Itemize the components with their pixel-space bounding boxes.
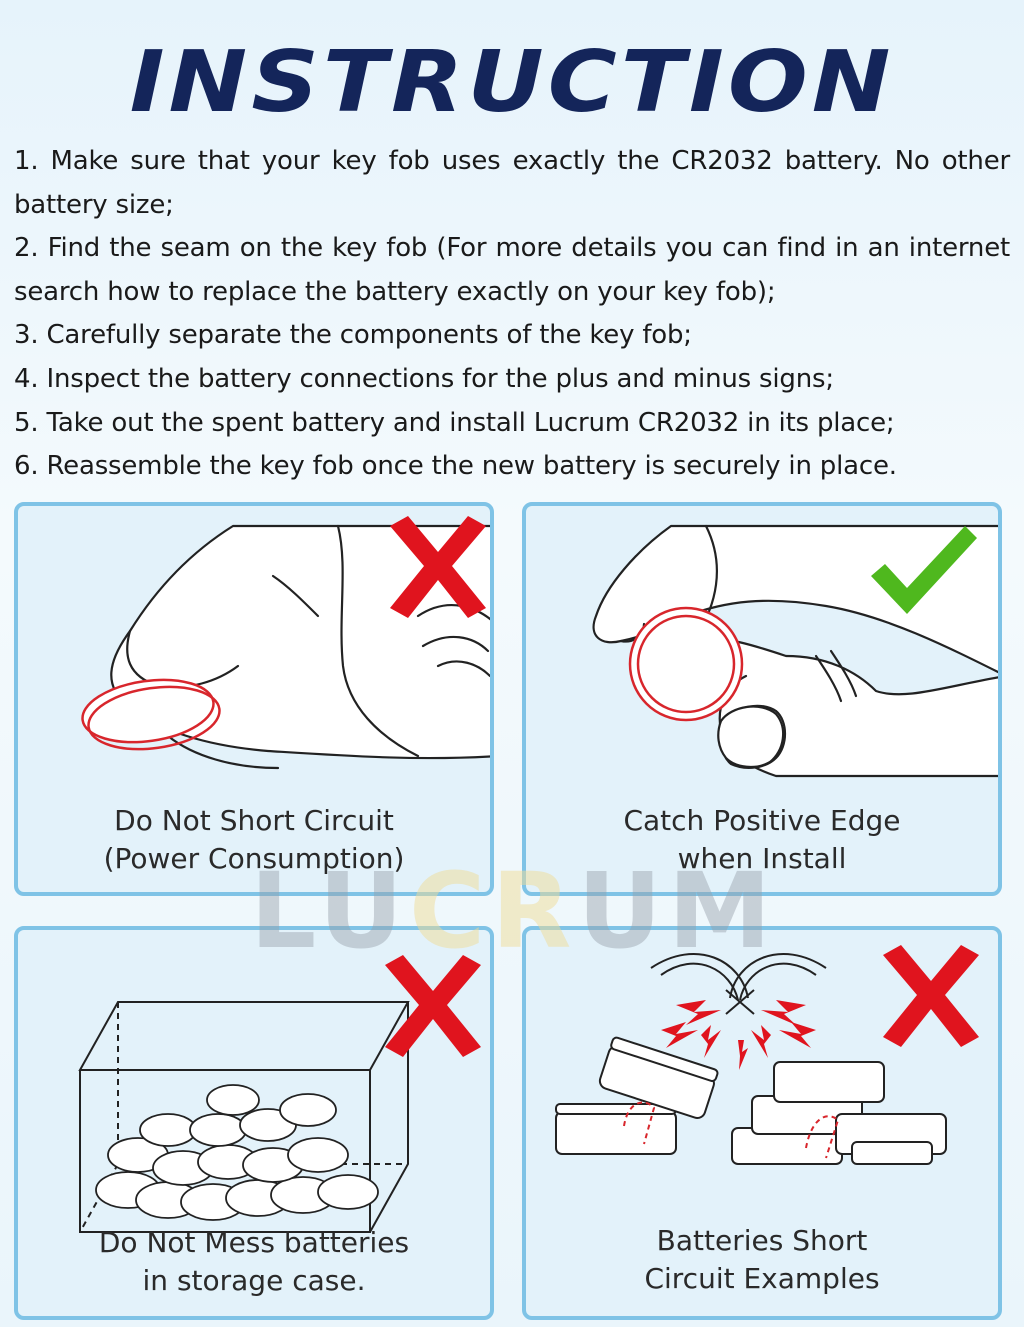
step-4: 4. Inspect the battery connections for t… (14, 363, 834, 394)
storage-case-illustration (78, 955, 481, 1233)
panel-caption-line1: Catch Positive Edge (623, 804, 901, 837)
panel-short-circuit-examples: Batteries Short Circuit Examples (522, 926, 1002, 1320)
cross-icon (385, 955, 481, 1057)
cross-icon (390, 516, 486, 618)
panel-positive-edge: Catch Positive Edge when Install (522, 502, 1002, 896)
finger-thumb (717, 705, 785, 768)
step-5: 5. Take out the spent battery and instal… (14, 407, 895, 438)
step-1: 1. Make sure that your key fob uses exac… (14, 146, 1010, 220)
step-3: 3. Carefully separate the components of … (14, 320, 692, 351)
watermark-part3: UM (577, 850, 778, 972)
panel-caption-line1: Do Not Mess batteries (98, 1226, 410, 1259)
cross-icon (883, 945, 979, 1047)
panel-storage-case: Do Not Mess batteries in storage case. (14, 926, 494, 1320)
step-6: 6. Reassemble the key fob once the new b… (14, 451, 897, 482)
battery-icon (628, 606, 744, 722)
panel-caption-line2: when Install (677, 842, 847, 875)
panel-short-circuit: Do Not Short Circuit (Power Consumption) (14, 502, 494, 896)
step-2: 2. Find the seam on the key fob (For mor… (14, 233, 1010, 307)
batteries-short-circuit-illustration (555, 945, 979, 1165)
instruction-steps: 1. Make sure that your key fob uses exac… (14, 140, 1010, 489)
check-icon (871, 526, 977, 614)
brand-watermark: LUCRUM (250, 859, 774, 963)
panel-caption-line2: Circuit Examples (644, 1262, 880, 1295)
panel-caption-line1: Batteries Short (656, 1224, 868, 1257)
panel-caption-line1: Do Not Short Circuit (114, 804, 394, 837)
page-title: INSTRUCTION (129, 33, 895, 132)
panel-caption-line2: in storage case. (142, 1264, 366, 1297)
finger-holding-battery-illustration (81, 516, 490, 770)
watermark-part1: LU (250, 850, 410, 972)
finger-catching-battery-illustration (592, 524, 998, 778)
panel-caption-line2: (Power Consumption) (103, 842, 405, 875)
battery-icon (81, 678, 215, 744)
watermark-part2: CR (409, 850, 578, 972)
